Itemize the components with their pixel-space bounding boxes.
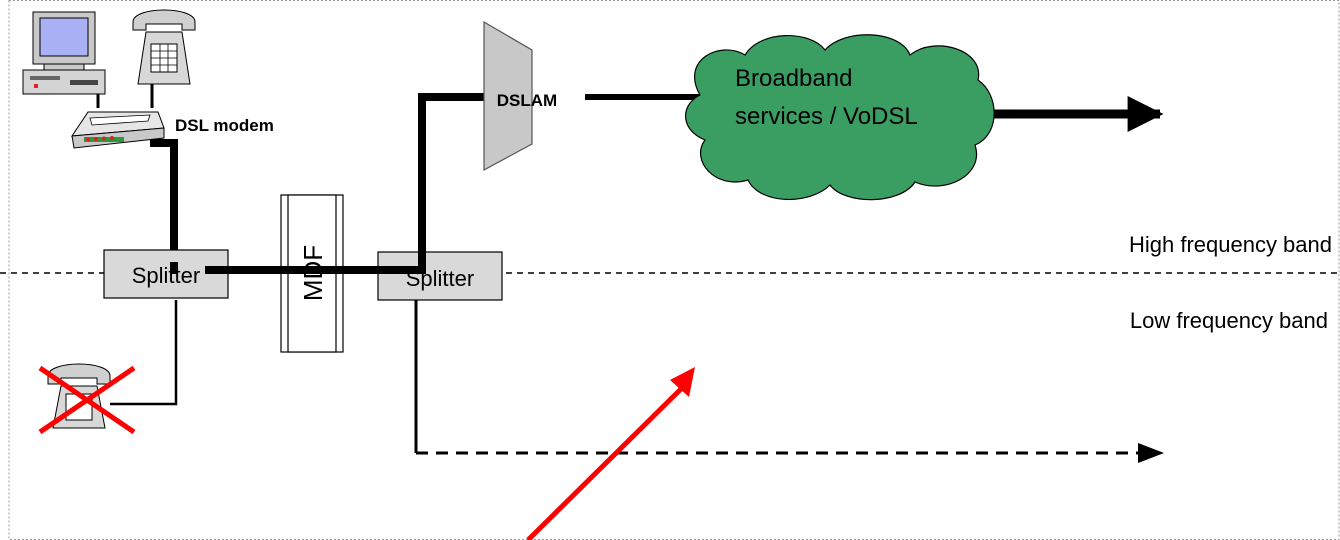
low-frequency-band-label: Low frequency band [1130, 308, 1328, 333]
crossed-out-telephone-icon [38, 363, 136, 435]
dslam-shape [483, 20, 533, 172]
red-pointer-arrowhead [670, 367, 695, 397]
red-pointer-line [526, 383, 687, 540]
splitter-left-label: Splitter [132, 263, 200, 288]
telephone-icon [132, 9, 196, 108]
voice-output-arrowhead [1138, 443, 1164, 463]
splitter-right-label: Splitter [406, 266, 474, 291]
cloud-label-line1: Broadband [735, 65, 852, 92]
dslam-label: DSLAM [497, 91, 557, 110]
high-frequency-band-label: High frequency band [1129, 232, 1332, 257]
dsl-line-splitter-to-dslam [418, 93, 490, 270]
phone-line-left [110, 300, 178, 406]
cloud-label-line2: services / VoDSL [735, 103, 918, 130]
dsl-modem-label: DSL modem [175, 116, 274, 135]
desktop-computer-icon [22, 11, 106, 108]
broadband-cloud [685, 34, 995, 201]
splitter-right-box [377, 251, 503, 301]
dsl-modem-icon [71, 111, 165, 149]
mdf-label: MDF [298, 245, 328, 301]
